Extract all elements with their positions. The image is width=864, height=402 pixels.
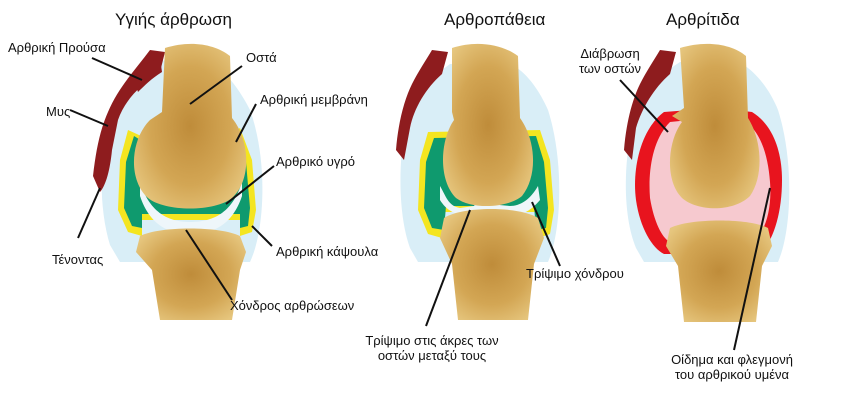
label-swelling-line2: του αρθρικού υμένα bbox=[674, 367, 790, 382]
arthritis-lower-bone bbox=[666, 220, 772, 322]
label-swelling: Οίδημα και φλεγμονή του αρθρικού υμένα bbox=[652, 352, 812, 382]
arthropathy-muscle bbox=[396, 50, 448, 160]
leader-erosion bbox=[619, 79, 669, 133]
label-erosion: Διάβρωση των οστών bbox=[562, 46, 658, 76]
title-arthritis: Αρθρίτιδα bbox=[666, 10, 740, 29]
leader-fluid bbox=[225, 165, 275, 205]
arthropathy-upper-bone bbox=[443, 43, 534, 207]
arthropathy-joint-illustration bbox=[396, 43, 560, 320]
leader-swelling bbox=[733, 187, 771, 351]
label-bone-wear: Τρίψιμο στις άκρες των οστών μεταξύ τους bbox=[352, 333, 512, 363]
healthy-joint-illustration bbox=[93, 43, 263, 320]
leader-cartilage bbox=[185, 229, 233, 301]
label-bursa: Αρθρική Προύσα bbox=[8, 40, 106, 55]
leader-membrane bbox=[235, 103, 257, 143]
leader-bones bbox=[189, 65, 243, 105]
arthritis-muscle bbox=[624, 50, 676, 160]
healthy-cartilage bbox=[140, 182, 242, 234]
arthropathy-worn-cartilage bbox=[440, 186, 540, 216]
label-bone-wear-line1: Τρίψιμο στις άκρες των bbox=[365, 333, 499, 348]
label-membrane: Αρθρική μεμβράνη bbox=[260, 92, 368, 107]
healthy-bursa bbox=[132, 58, 162, 92]
label-fluid: Αρθρικό υγρό bbox=[276, 154, 355, 169]
healthy-muscle bbox=[93, 50, 165, 192]
arthritis-joint-illustration bbox=[624, 43, 790, 322]
leader-bone-wear bbox=[425, 209, 471, 327]
leader-tendon bbox=[77, 187, 101, 239]
label-capsule: Αρθρική κάψουλα bbox=[276, 244, 379, 259]
healthy-upper-bone bbox=[133, 43, 247, 209]
label-bone-wear-line2: οστών μεταξύ τους bbox=[377, 348, 487, 363]
leader-muscle bbox=[69, 109, 109, 127]
leader-capsule bbox=[251, 225, 273, 247]
label-erosion-line1: Διάβρωση bbox=[580, 46, 640, 61]
arthropathy-lower-bone bbox=[440, 209, 544, 320]
leader-bursa bbox=[91, 57, 143, 81]
leader-cartilage-wear bbox=[531, 201, 561, 267]
title-arthropathy: Αρθροπάθεια bbox=[444, 10, 546, 29]
healthy-lower-bone bbox=[136, 228, 246, 320]
label-cartilage-wear: Τρίψιμο χόνδρου bbox=[526, 266, 624, 281]
label-cartilage: Χόνδρος αρθρώσεων bbox=[230, 298, 355, 313]
arthritis-upper-bone bbox=[669, 43, 760, 209]
title-healthy: Υγιής άρθρωση bbox=[115, 10, 233, 29]
label-tendon: Τένοντας bbox=[52, 252, 104, 267]
label-swelling-line1: Οίδημα και φλεγμονή bbox=[671, 352, 793, 367]
label-muscle: Μυς bbox=[46, 104, 71, 119]
label-erosion-line2: των οστών bbox=[578, 61, 642, 76]
leader-lines bbox=[69, 57, 771, 351]
label-bones: Οστά bbox=[246, 50, 277, 65]
